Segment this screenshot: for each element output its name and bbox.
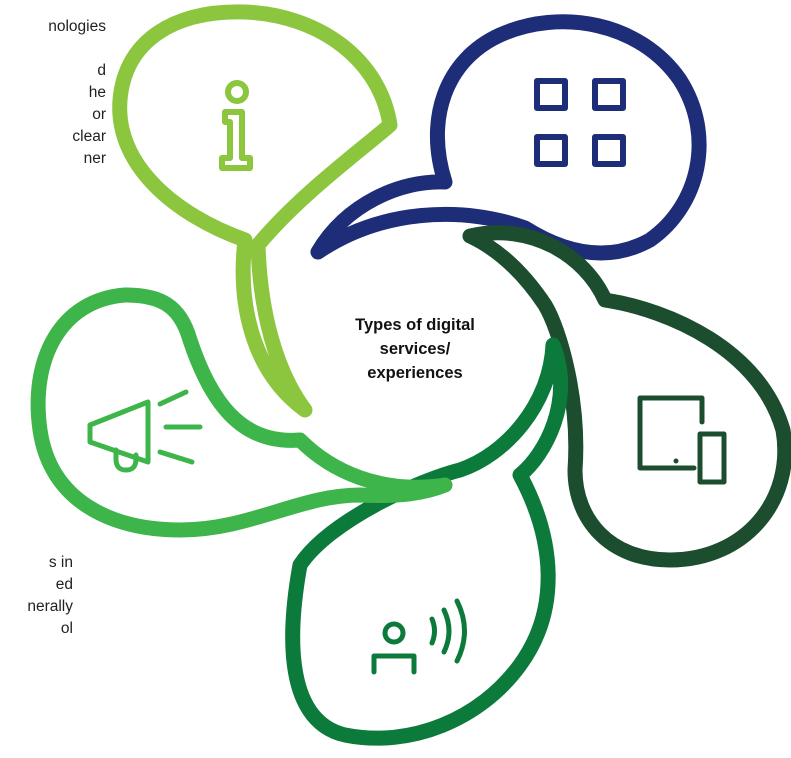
megaphone-icon [87,389,203,473]
center-label-line: Types of digital [355,316,475,334]
side-text-top-left: nologies d he or clear ner [48,16,106,170]
side-text-line: ner [83,150,106,167]
side-text-line: d [97,62,106,79]
side-text-line: ed [55,576,73,593]
side-text-line: or [92,106,106,123]
petal-information [112,4,398,418]
petal-outline [462,225,791,568]
side-text-bottom-left: s in ed nerally ol [27,552,73,640]
center-label: Types of digital services/ experiences [300,313,530,385]
petal-devices [462,225,791,568]
petal-voice [285,337,569,746]
side-text-line: nerally [27,598,73,615]
petal-announcements [30,287,453,538]
tablet-phone-icon [637,395,727,485]
center-label-line: experiences [367,364,463,382]
grid-apps-icon [534,78,626,167]
petal-outline [285,337,569,746]
info-icon [219,80,253,171]
side-text-line: clear [72,128,106,145]
side-text-line: he [88,84,106,101]
voice-assistant-icon [371,598,467,675]
petal-outline [112,4,398,418]
side-text-line: ol [60,620,73,637]
petal-outline [30,287,453,538]
side-text-line: nologies [48,18,106,35]
center-label-line: services/ [379,340,451,358]
side-text-line: s in [48,554,73,571]
